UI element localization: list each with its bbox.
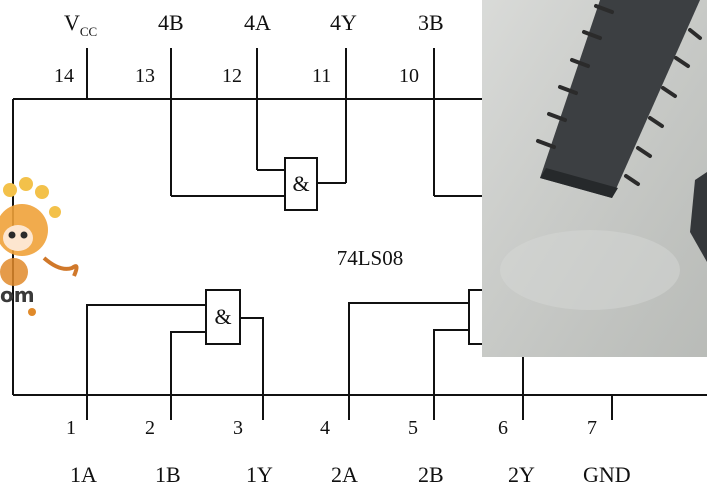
- chip-part-number: 74LS08: [337, 246, 404, 270]
- top-pin-stubs: [86, 48, 435, 196]
- pin-number-2: 2: [145, 417, 155, 439]
- pin-name-vcc: VCC: [64, 10, 97, 39]
- gate-1-symbol: &: [214, 304, 231, 329]
- mascot-watermark-icon: [0, 177, 79, 316]
- pin-number-7: 7: [587, 417, 597, 439]
- pin-name-gnd: GND: [583, 462, 631, 487]
- pin-name-2b: 2B: [418, 462, 444, 487]
- gate-1-wiring: [86, 302, 613, 420]
- watermark-text: om: [0, 283, 35, 307]
- pin-number-5: 5: [408, 417, 418, 439]
- pin-name-4b: 4B: [158, 10, 184, 35]
- pin-name-3b: 3B: [418, 10, 444, 35]
- pin-number-6: 6: [498, 417, 508, 439]
- pin-name-4y: 4Y: [330, 10, 357, 35]
- pin-name-2a: 2A: [331, 462, 358, 487]
- gate-4-wiring: [171, 169, 484, 197]
- pin-number-11: 11: [312, 65, 331, 87]
- top-pin-names: VCC 4B 4A 4Y 3B: [64, 10, 444, 39]
- and-gate-1: [205, 289, 241, 345]
- bottom-pin-numbers: 1 2 3 4 5 6 7: [66, 417, 597, 439]
- pin-number-14: 14: [54, 65, 74, 87]
- pin-number-13: 13: [135, 65, 155, 87]
- and-gate-4: [284, 157, 318, 211]
- top-pin-numbers: 14 13 12 11 10: [54, 65, 419, 87]
- pin-number-12: 12: [222, 65, 242, 87]
- pin-number-3: 3: [233, 417, 243, 439]
- chip-body-icon: [540, 0, 700, 198]
- bottom-pin-names: 1A 1B 1Y 2A 2B 2Y GND: [70, 462, 631, 487]
- pin-name-4a: 4A: [244, 10, 271, 35]
- pin-number-1: 1: [66, 417, 76, 439]
- pin-name-1y: 1Y: [246, 462, 273, 487]
- pin-number-4: 4: [320, 417, 330, 439]
- gate-4-symbol: &: [292, 171, 309, 196]
- pin-name-2y: 2Y: [508, 462, 535, 487]
- pin-name-1b: 1B: [155, 462, 181, 487]
- pin-number-10: 10: [399, 65, 419, 87]
- chip-photo: [482, 0, 707, 357]
- pin-name-1a: 1A: [70, 462, 97, 487]
